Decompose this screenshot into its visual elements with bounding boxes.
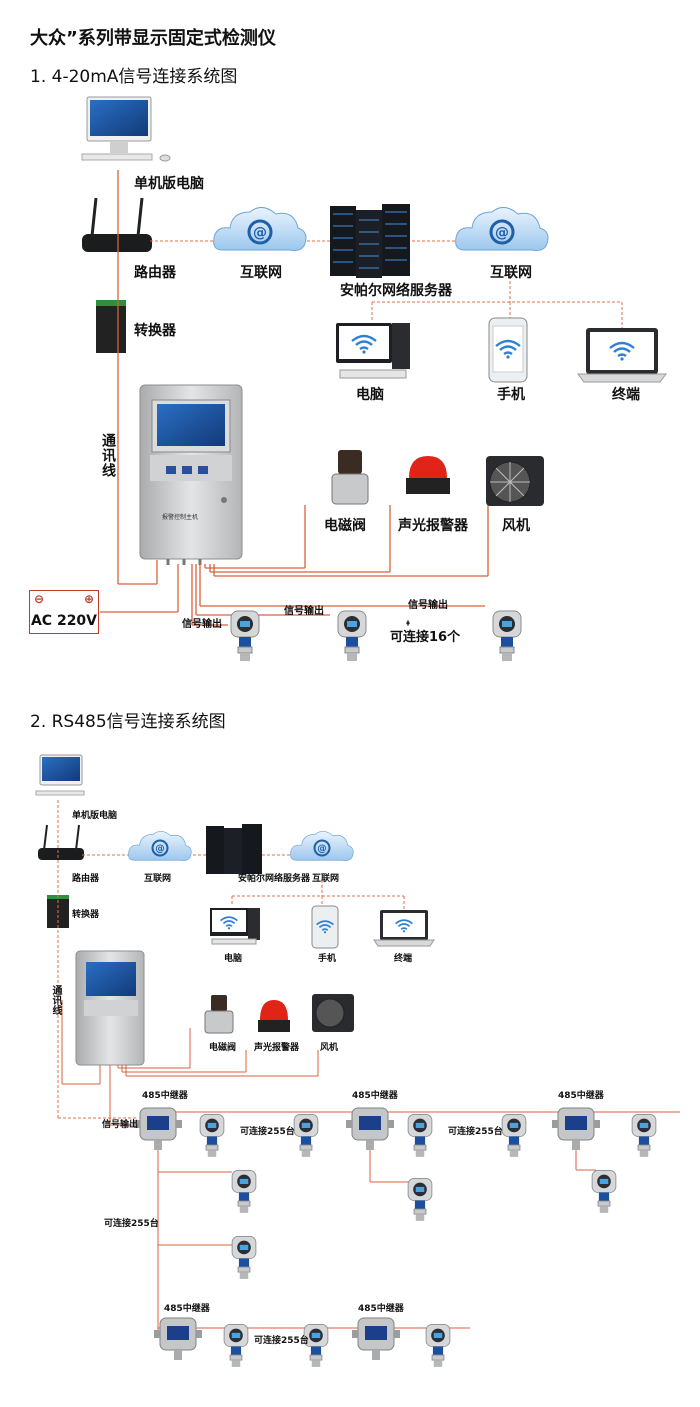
- fan-icon-small: [312, 994, 354, 1032]
- controller-panel-small: [75, 950, 145, 1066]
- server-label: 安帕尔网络服务器: [340, 283, 452, 299]
- router-label: 路由器: [72, 874, 100, 884]
- converter-icon: [96, 300, 126, 353]
- internet-label: 互联网: [144, 874, 172, 884]
- gas-detector-icon: [425, 1323, 451, 1368]
- power-supply-box: ⊖ ⊕ AC 220V: [29, 590, 99, 634]
- panel-caption: 报警控制主机: [162, 514, 199, 521]
- internet-cloud-icon: [127, 830, 193, 862]
- laptop-icon: [577, 328, 667, 383]
- sound-light-alarm-icon-small: [258, 1000, 290, 1032]
- gas-detector-icon: [337, 610, 367, 662]
- cable-label: 通讯线: [50, 985, 61, 1015]
- internet-cloud-icon: [289, 830, 355, 862]
- relay-label: 485中继器: [558, 1091, 604, 1101]
- cable-label: 通讯线: [100, 433, 116, 478]
- section1-heading: 1. 4-20mA信号连接系统图: [30, 67, 238, 87]
- gas-detector-icon: [407, 1177, 433, 1222]
- connect-limit-label: 可连接255台: [240, 1127, 295, 1137]
- gas-detector-icon: [230, 610, 260, 662]
- gas-detector-icon: [407, 1113, 433, 1158]
- plus-icon: ⊕: [83, 592, 94, 606]
- phone-label: 手机: [497, 387, 525, 403]
- valve-label: 电磁阀: [209, 1043, 237, 1053]
- solenoid-valve-icon: [331, 450, 369, 505]
- server-icon: [330, 204, 410, 278]
- gas-detector-icon: [591, 1169, 617, 1214]
- relay-label: 485中继器: [142, 1091, 188, 1101]
- router-label: 路由器: [134, 265, 176, 281]
- converter-label: 转换器: [134, 323, 176, 339]
- internet-label: 互联网: [240, 265, 282, 281]
- phone-icon: [488, 317, 528, 383]
- relay-label: 485中继器: [352, 1091, 398, 1101]
- server-icon-small: [206, 824, 262, 874]
- solenoid-valve-icon-small: [204, 995, 234, 1034]
- relay-icon: [351, 1317, 401, 1361]
- phone-icon-small: [311, 905, 339, 949]
- server-label: 安帕尔网络服务器: [238, 874, 311, 884]
- page-title: 大众”系列带显示固定式检测仪: [30, 28, 276, 49]
- gas-detector-icon: [293, 1113, 319, 1158]
- gas-detector-icon: [501, 1113, 527, 1158]
- relay-label: 485中继器: [164, 1304, 210, 1314]
- internet-cloud-icon: [212, 205, 308, 252]
- power-label: AC 220V: [30, 613, 98, 629]
- controller-panel: [139, 384, 243, 565]
- relay-label: 485中继器: [358, 1304, 404, 1314]
- connect-limit-label: 可连接16个: [390, 630, 461, 645]
- section2-heading: 2. RS485信号连接系统图: [30, 712, 226, 732]
- fan-icon: [486, 456, 544, 506]
- signal-output-label: 信号输出: [408, 600, 448, 611]
- laptop-icon-small: [373, 910, 435, 947]
- computer-label: 电脑: [224, 954, 243, 964]
- internet-cloud-icon: [454, 205, 550, 252]
- computer-label: 电脑: [356, 387, 384, 403]
- gas-detector-icon: [223, 1323, 249, 1368]
- converter-label: 转换器: [72, 910, 100, 920]
- signal-output-label: 信号输出: [102, 1120, 139, 1130]
- connect-limit-label: 可连接255台: [254, 1336, 309, 1346]
- router-icon-small: [38, 824, 84, 860]
- gas-detector-icon: [199, 1113, 225, 1158]
- gas-detector-icon: [231, 1169, 257, 1214]
- minus-icon: ⊖: [34, 592, 45, 606]
- gas-detector-icon: [231, 1235, 257, 1280]
- router-icon: [82, 197, 152, 252]
- relay-icon: [153, 1317, 203, 1361]
- terminal-label: 终端: [394, 954, 413, 964]
- pc-icon: [81, 96, 171, 162]
- gas-detector-icon: [631, 1113, 657, 1158]
- pc-label: 单机版电脑: [72, 811, 118, 821]
- alarm-label: 声光报警器: [398, 518, 468, 534]
- connect-limit-label: 可连接255台: [104, 1219, 159, 1229]
- computer-icon: [336, 323, 410, 379]
- phone-label: 手机: [318, 954, 337, 964]
- valve-label: 电磁阀: [324, 518, 366, 534]
- relay-icon: [345, 1107, 395, 1151]
- internet-label: 互联网: [490, 265, 532, 281]
- gas-detector-icon: [492, 610, 522, 662]
- terminal-label: 终端: [612, 387, 640, 403]
- fan-label: 风机: [502, 518, 530, 534]
- relay-icon: [133, 1107, 183, 1151]
- computer-icon-small: [210, 908, 260, 945]
- pc-icon-small: [35, 754, 85, 796]
- signal-output-label: 信号输出: [182, 619, 222, 630]
- alarm-label: 声光报警器: [254, 1043, 300, 1053]
- fan-label: 风机: [320, 1043, 339, 1053]
- relay-icon: [551, 1107, 601, 1151]
- internet-label: 互联网: [312, 874, 340, 884]
- signal-output-label: 信号输出: [284, 606, 324, 617]
- pc-label: 单机版电脑: [134, 176, 204, 192]
- connect-limit-label: 可连接255台: [448, 1127, 503, 1137]
- sound-light-alarm-icon: [406, 456, 450, 494]
